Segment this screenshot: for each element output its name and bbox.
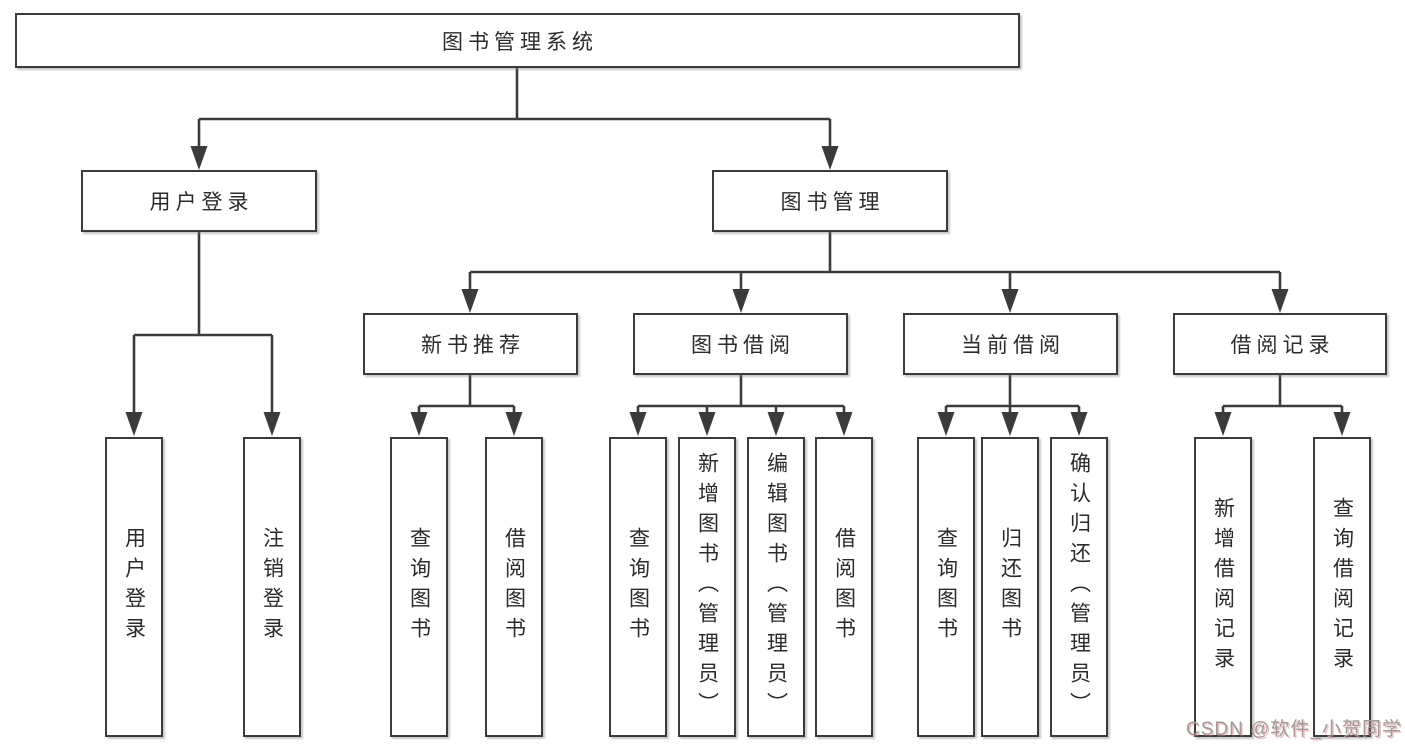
leaf-label: 新增借阅记录 xyxy=(1211,497,1235,677)
node-new-book-recommend: 新书推荐 xyxy=(363,313,578,375)
node-book-borrowing: 图书借阅 xyxy=(633,313,848,375)
leaf-logout: 注销登录 xyxy=(243,437,301,737)
leaf-label: 注销登录 xyxy=(260,527,284,647)
leaf-cb-confirm-return-admin: 确认归还（管理员） xyxy=(1050,437,1108,737)
leaf-label: 新增图书（管理员） xyxy=(695,452,719,722)
leaf-label: 归还图书 xyxy=(998,527,1022,647)
leaf-user-login: 用户登录 xyxy=(105,437,163,737)
leaf-bb-query-books: 查询图书 xyxy=(609,437,667,737)
node-borrowing-records: 借阅记录 xyxy=(1173,313,1387,375)
leaf-cb-query-books: 查询图书 xyxy=(917,437,975,737)
node-root: 图书管理系统 xyxy=(15,13,1020,68)
leaf-label: 编辑图书（管理员） xyxy=(764,452,788,722)
leaf-label: 查询图书 xyxy=(407,527,431,647)
leaf-nbr-query-books: 查询图书 xyxy=(390,437,448,737)
leaf-label: 查询图书 xyxy=(934,527,958,647)
leaf-bb-edit-books-admin: 编辑图书（管理员） xyxy=(747,437,805,737)
leaf-label: 查询借阅记录 xyxy=(1330,497,1354,677)
csdn-watermark: CSDN @软件_小贺同学 xyxy=(1186,719,1402,740)
leaf-label: 用户登录 xyxy=(122,527,146,647)
leaf-cb-return-books: 归还图书 xyxy=(981,437,1039,737)
leaf-label: 借阅图书 xyxy=(502,527,526,647)
leaf-br-add-record: 新增借阅记录 xyxy=(1194,437,1252,737)
leaf-label: 查询图书 xyxy=(626,527,650,647)
leaf-bb-add-books-admin: 新增图书（管理员） xyxy=(678,437,736,737)
leaf-bb-borrow-books: 借阅图书 xyxy=(815,437,873,737)
node-current-borrowing: 当前借阅 xyxy=(903,313,1118,375)
node-user-login: 用户登录 xyxy=(81,170,317,232)
leaf-label: 借阅图书 xyxy=(832,527,856,647)
leaf-nbr-borrow-books: 借阅图书 xyxy=(485,437,543,737)
node-book-management: 图书管理 xyxy=(712,170,948,232)
leaf-label: 确认归还（管理员） xyxy=(1067,452,1091,722)
leaf-br-query-record: 查询借阅记录 xyxy=(1313,437,1371,737)
